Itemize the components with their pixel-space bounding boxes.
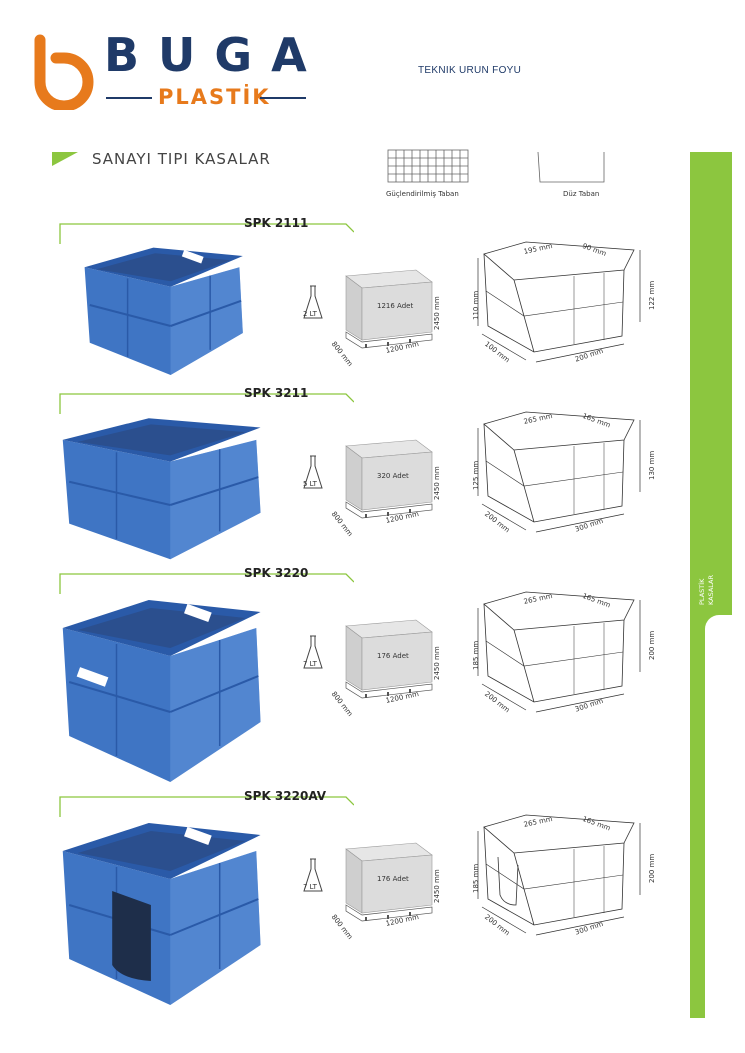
crate-dimension-drawing — [477, 591, 641, 713]
volume-label: 5 LT — [303, 480, 317, 488]
brand-logo: BUGA PLASTİK — [34, 28, 314, 110]
crate-photo — [62, 418, 261, 560]
section-arrow-icon — [52, 152, 78, 166]
crate-dimension-drawing — [477, 814, 641, 936]
pallet-quantity: 176 Adet — [377, 875, 409, 883]
flat-base-label: Düz Taban — [563, 190, 600, 198]
brand-name: BUGA — [104, 28, 326, 82]
logo-mark-icon — [34, 34, 94, 110]
pallet-height: 2450 mm — [433, 296, 441, 330]
section-title: SANAYI TIPI KASALAR — [92, 150, 271, 168]
product-bracket-line — [59, 393, 354, 414]
product-bracket-line — [59, 223, 354, 244]
crate-photo — [62, 600, 261, 782]
crate-photo — [84, 247, 243, 375]
pallet-height: 2450 mm — [433, 869, 441, 903]
product-bracket-line — [59, 573, 354, 594]
inner-height: 185 mm — [472, 863, 480, 893]
reinforced-base-icon — [387, 149, 469, 183]
pallet-quantity: 1216 Adet — [377, 302, 414, 310]
category-tab-label-2: KASALAR — [707, 574, 715, 605]
inner-height: 125 mm — [472, 460, 480, 490]
product-code: SPK 3211 — [244, 386, 309, 400]
product-code: SPK 3220AV — [244, 789, 327, 803]
product-code: SPK 3220 — [244, 566, 309, 580]
category-tab-notch — [705, 615, 732, 1018]
page-title: TEKNIK URUN FOYU — [418, 65, 522, 76]
volume-flask-icon — [303, 858, 323, 892]
flat-base-icon — [537, 151, 605, 183]
volume-label: 2 LT — [303, 310, 317, 318]
product-bracket-line — [59, 796, 354, 817]
volume-flask-icon — [303, 285, 323, 319]
pallet-drawing — [345, 439, 433, 519]
inner-height: 185 mm — [472, 640, 480, 670]
reinforced-base-label: Güçlendirilmiş Taban — [386, 190, 459, 198]
volume-label: 7 LT — [303, 660, 317, 668]
crate-photo — [62, 823, 261, 1005]
brand-subtitle: PLASTİK — [158, 85, 271, 109]
product-code: SPK 2111 — [244, 216, 309, 230]
pallet-quantity: 320 Adet — [377, 472, 409, 480]
pallet-drawing — [345, 842, 433, 922]
pallet-quantity: 176 Adet — [377, 652, 409, 660]
pallet-height: 2450 mm — [433, 466, 441, 500]
crate-dimension-drawing — [477, 241, 641, 363]
volume-flask-icon — [303, 455, 323, 489]
pallet-drawing — [345, 619, 433, 699]
outer-height: 200 mm — [648, 630, 656, 660]
outer-height: 122 mm — [648, 280, 656, 310]
volume-flask-icon — [303, 635, 323, 669]
outer-height: 130 mm — [648, 450, 656, 480]
pallet-height: 2450 mm — [433, 646, 441, 680]
brand-rule-left — [106, 97, 152, 99]
brand-rule-right — [260, 97, 306, 99]
volume-label: 7 LT — [303, 883, 317, 891]
pallet-drawing — [345, 269, 433, 349]
crate-dimension-drawing — [477, 411, 641, 533]
category-tab-label-1: PLASTİK — [698, 578, 706, 605]
inner-height: 110 mm — [472, 290, 480, 320]
outer-height: 200 mm — [648, 853, 656, 883]
